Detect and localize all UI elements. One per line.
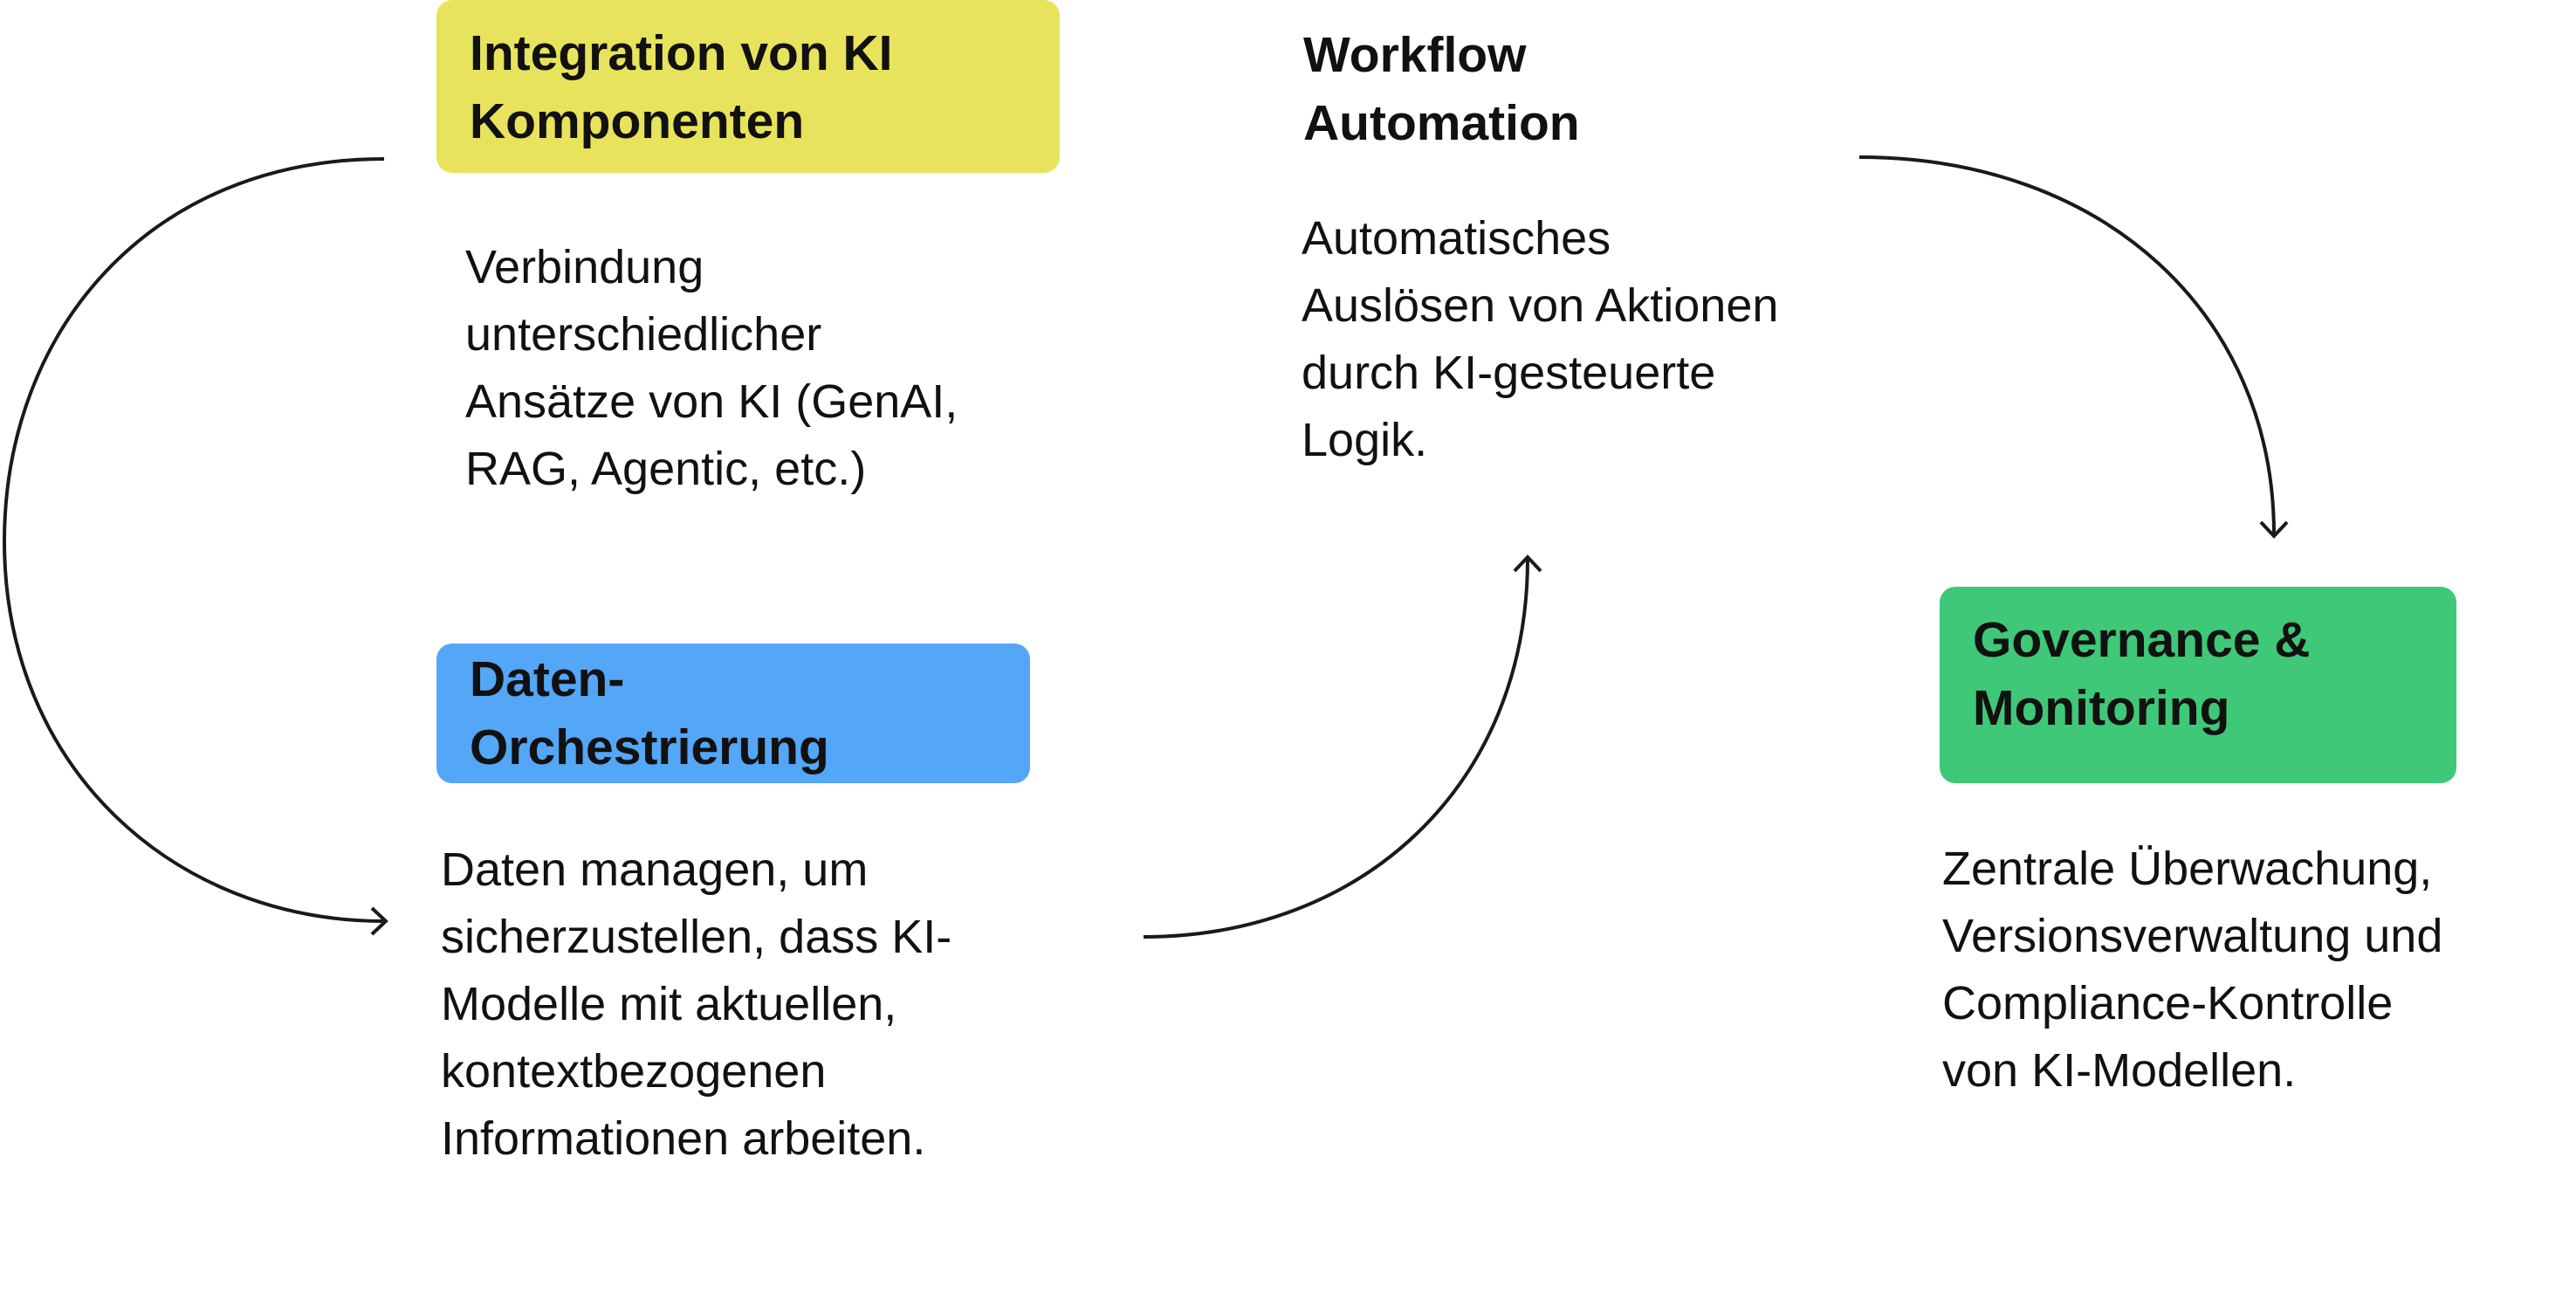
node-integration-box: Integration von KI Komponenten (436, 0, 1060, 173)
node-integration-description: Verbindung unterschiedlicher Ansätze von… (465, 241, 958, 495)
arrow-integration-to-daten (2, 157, 385, 923)
node-daten-box: Daten- Orchestrierung (436, 644, 1030, 783)
node-governance-description: Zentrale Überwachung, Versionsverwaltung… (1942, 843, 2443, 1097)
node-governance-box: Governance & Monitoring (1940, 587, 2456, 783)
arrow-daten-to-workflow (1143, 558, 1529, 939)
arrowhead-workflow (1513, 554, 1542, 573)
node-governance-title: Governance & Monitoring (1973, 612, 2311, 736)
arrowhead-governance (2259, 520, 2289, 539)
node-workflow-title: Workflow Automation (1303, 27, 1580, 151)
node-workflow-description: Automatisches Auslösen von Aktionen durc… (1302, 212, 1779, 466)
node-integration-title: Integration von KI Komponenten (470, 25, 893, 149)
node-daten-title: Daten- Orchestrierung (470, 651, 829, 775)
node-daten-description: Daten managen, um sicherzustellen, dass … (441, 843, 952, 1165)
arrow-workflow-to-governance (1858, 155, 2276, 535)
arrowhead-daten (370, 906, 388, 936)
